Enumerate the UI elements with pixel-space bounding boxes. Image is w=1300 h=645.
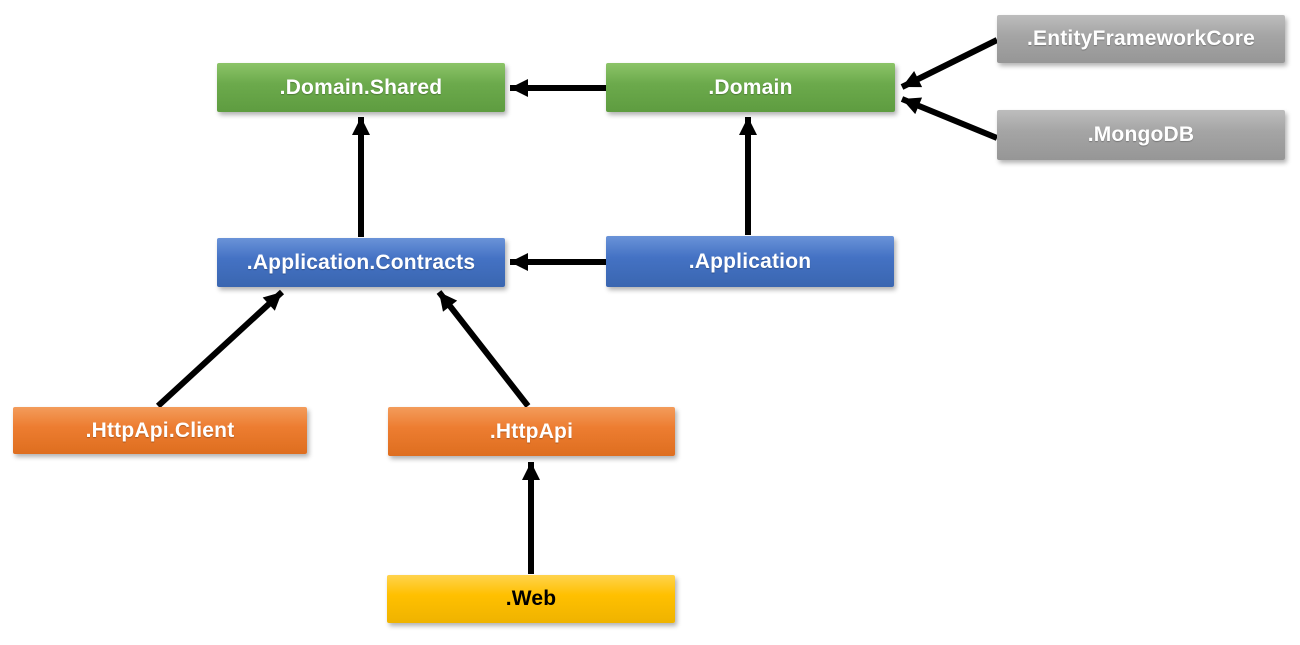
node-domain-shared-label: .Domain.Shared [279,75,443,99]
node-application-label: .Application [688,249,812,273]
node-domain-label: .Domain [708,75,793,99]
node-entity-framework-core: .EntityFrameworkCore [997,15,1285,63]
node-web: .Web [387,575,675,623]
node-mongodb-label: .MongoDB [1087,123,1195,146]
edge-mongodb-to-domain [900,96,999,141]
edge-httpapi-client-to-appcontracts [155,289,285,409]
node-domain-shared: .Domain.Shared [217,63,505,112]
node-web-label: .Web [505,587,557,610]
node-entity-framework-core-label: .EntityFrameworkCore [1026,27,1256,50]
node-mongodb: .MongoDB [997,110,1285,160]
node-application-contracts: .Application.Contracts [217,238,505,287]
node-application: .Application [606,236,894,287]
node-httpapi-label: .HttpApi [489,419,574,443]
node-httpapi-client-label: .HttpApi.Client [85,418,235,442]
node-domain: .Domain [606,63,895,112]
edge-efcore-to-domain [900,37,999,90]
node-application-contracts-label: .Application.Contracts [246,250,476,274]
node-httpapi: .HttpApi [388,407,675,456]
edge-httpapi-to-appcontracts [436,290,531,408]
node-httpapi-client: .HttpApi.Client [13,407,307,454]
